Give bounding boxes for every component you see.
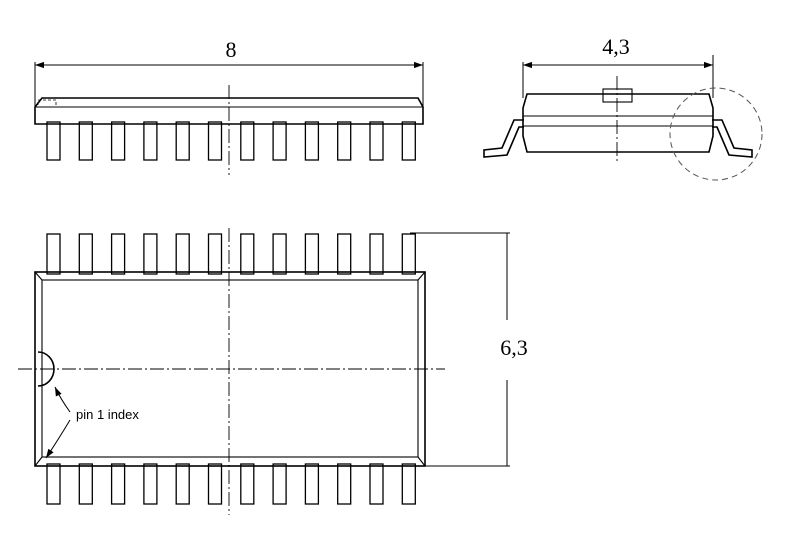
end-view-lead-right bbox=[712, 119, 753, 158]
side-view-pin bbox=[175, 121, 190, 161]
end-view-top-mark bbox=[602, 88, 633, 103]
width-label: 4,3 bbox=[602, 34, 630, 59]
bottom-row-pin bbox=[207, 463, 223, 505]
bottom-row-pin bbox=[78, 463, 93, 505]
top-row-pin bbox=[110, 233, 126, 275]
side-view-pin bbox=[143, 121, 158, 161]
side-view-pins bbox=[46, 121, 416, 161]
bottom-row-pin bbox=[401, 463, 416, 505]
body-chamfer-tr bbox=[417, 271, 426, 281]
top-view-inner-body bbox=[41, 279, 419, 458]
side-view-pin bbox=[46, 121, 61, 161]
lead-detail-circle bbox=[669, 87, 763, 181]
body-chamfer-br bbox=[417, 456, 426, 467]
end-view: 4,3 bbox=[483, 34, 763, 181]
bottom-row-pin bbox=[369, 463, 384, 505]
bottom-row-pin bbox=[304, 463, 320, 505]
top-row-pin bbox=[143, 233, 158, 275]
side-view-pin bbox=[272, 121, 287, 161]
length-label-backdrop bbox=[222, 38, 240, 64]
side-view: 8 bbox=[34, 37, 424, 175]
top-row-pin bbox=[207, 233, 223, 275]
top-row-pin bbox=[401, 233, 416, 275]
bottom-row-pin bbox=[175, 463, 190, 505]
top-row-pins bbox=[46, 233, 416, 275]
side-view-pin bbox=[369, 121, 384, 161]
top-row-pin bbox=[240, 233, 255, 275]
pin1-leader-upper bbox=[54, 386, 71, 413]
top-row-pin bbox=[175, 233, 190, 275]
bottom-row-pin bbox=[143, 463, 158, 505]
top-row-pin bbox=[337, 233, 352, 275]
bottom-row-pin bbox=[272, 463, 287, 505]
top-row-pin bbox=[369, 233, 384, 275]
bottom-row-pin bbox=[46, 463, 61, 505]
side-view-pin bbox=[240, 121, 255, 161]
top-view: 6,3 pin 1 index bbox=[18, 228, 528, 515]
pin1-index-notch bbox=[37, 351, 55, 387]
top-row-pin bbox=[304, 233, 320, 275]
side-view-pin bbox=[337, 121, 352, 161]
end-view-lead-left bbox=[483, 119, 524, 158]
width-label-backdrop bbox=[598, 34, 638, 62]
side-view-pin bbox=[78, 121, 93, 161]
side-view-pin bbox=[207, 121, 223, 161]
body-chamfer-tl bbox=[34, 271, 43, 281]
side-view-pin bbox=[401, 121, 416, 161]
bottom-row-pin bbox=[337, 463, 352, 505]
body-chamfer-bl bbox=[34, 456, 43, 467]
pin1-leader-lower bbox=[45, 419, 71, 459]
length-label: 8 bbox=[226, 37, 237, 62]
top-row-pin bbox=[78, 233, 93, 275]
bottom-row-pin bbox=[240, 463, 255, 505]
top-row-pin bbox=[46, 233, 61, 275]
pin1-index-label: pin 1 index bbox=[76, 407, 139, 422]
span-label: 6,3 bbox=[500, 335, 528, 360]
side-view-pin bbox=[304, 121, 320, 161]
end-view-body bbox=[522, 93, 714, 153]
side-view-pin1-mark bbox=[37, 99, 57, 108]
bottom-row-pins bbox=[46, 463, 416, 505]
side-view-pin bbox=[110, 121, 126, 161]
bottom-row-pin bbox=[110, 463, 126, 505]
top-row-pin bbox=[272, 233, 287, 275]
